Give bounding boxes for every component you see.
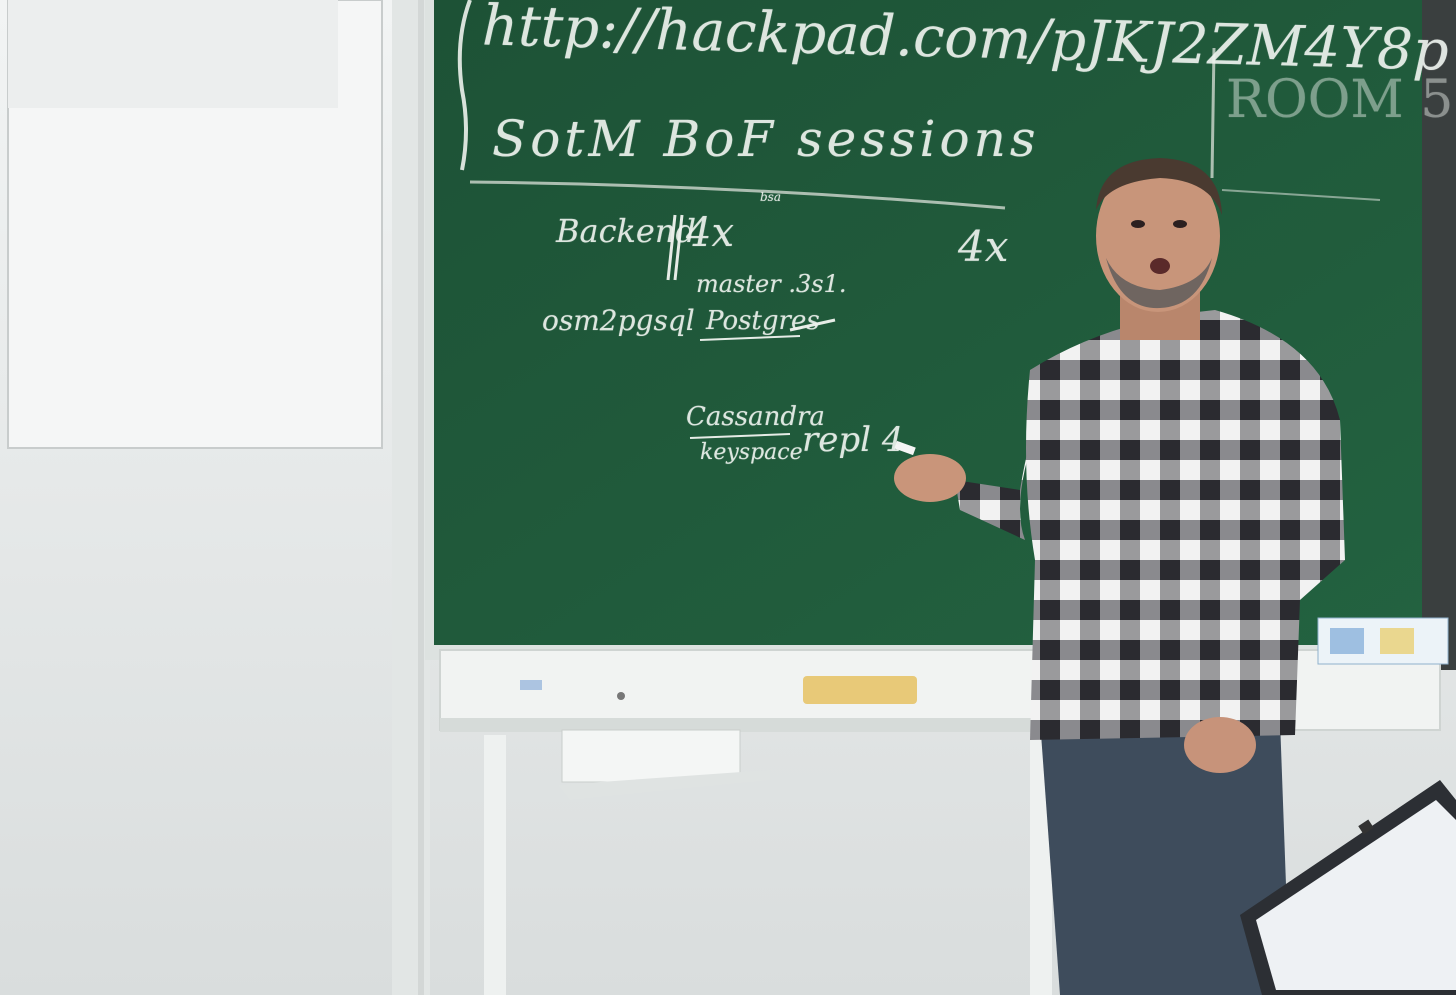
board-postgres: Postgres: [706, 306, 820, 336]
board-keyspace: keyspace: [700, 440, 803, 465]
chalk-eraser-icon: [803, 676, 917, 704]
board-heading: SotM BoF sessions: [492, 110, 1040, 168]
board-small-note: bsa: [760, 190, 781, 204]
board-backend-label: Backend: [556, 212, 696, 250]
board-side-label: ROOM 5: [1226, 70, 1454, 130]
board-repl: repl 4: [802, 420, 904, 460]
laptop-icon: [1240, 780, 1456, 995]
board-backend-count: 4x: [686, 210, 735, 256]
board-master-note: master .3s1.: [696, 270, 847, 298]
board-cassandra: Cassandra: [686, 402, 825, 432]
projector-screen-icon: [7, 0, 383, 449]
board-backend-count-right: 4x: [958, 222, 1009, 271]
person-presenting-icon: [894, 158, 1345, 995]
board-osm2pgsql: osm2pgsql: [542, 304, 695, 337]
